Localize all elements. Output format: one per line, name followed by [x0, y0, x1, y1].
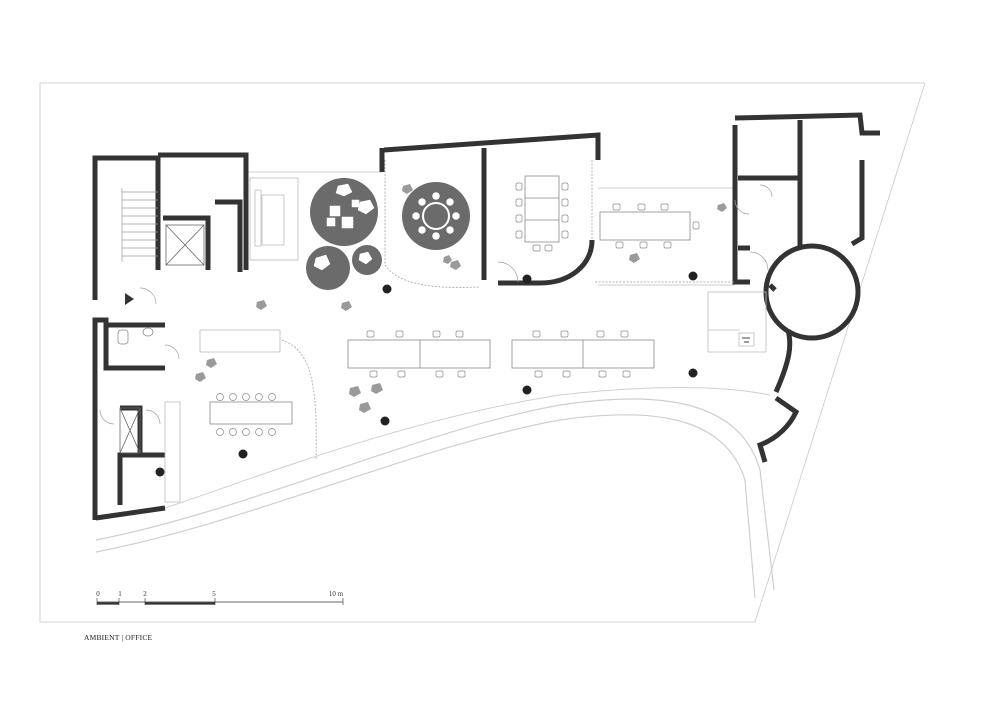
scale-bar: [96, 598, 344, 605]
curtains: [281, 160, 735, 461]
outdoor-walkway: [95, 398, 775, 599]
wc-fixtures: [117, 327, 154, 345]
structural-columns: [155, 271, 698, 477]
round-meeting-table-pod: [402, 182, 470, 250]
round-room-wall: [763, 243, 861, 341]
upper-right-chairs: [612, 203, 700, 249]
lounge-chairs: [195, 184, 727, 413]
scale-label-2: 2: [143, 590, 147, 598]
staircase: [121, 188, 158, 262]
desk-cluster-right: [511, 339, 655, 369]
meeting-table-lower-left: [209, 401, 293, 425]
meeting-pod-large: [310, 178, 378, 246]
site-boundary: [39, 82, 926, 623]
print-room: [707, 291, 767, 353]
stair-direction-arrow-icon: [125, 293, 134, 305]
elevator: [165, 224, 205, 266]
meeting-table-chairs: [216, 393, 276, 436]
pod-furniture: [313, 183, 460, 271]
scale-label-0: 0: [96, 590, 100, 598]
conference-chairs: [515, 182, 569, 252]
door-swings: [99, 184, 773, 425]
scale-label-1: 1: [118, 590, 122, 598]
storage-block: [164, 177, 299, 503]
lower-shaft: [119, 407, 141, 454]
phone-icon: [742, 337, 750, 343]
desk-chairs: [366, 330, 631, 378]
conference-tables: [524, 175, 560, 243]
scale-label-10m: 10 m: [328, 590, 344, 598]
walls: [92, 112, 880, 521]
upper-right-desks: [599, 211, 691, 241]
desk-cluster-left: [347, 339, 491, 369]
floor-outline: [164, 171, 771, 509]
meeting-pods: [306, 178, 470, 290]
meeting-pod-small-1: [306, 246, 350, 290]
drawing-caption: AMBIENT | OFFICE: [84, 633, 153, 642]
scale-label-5: 5: [212, 590, 216, 598]
